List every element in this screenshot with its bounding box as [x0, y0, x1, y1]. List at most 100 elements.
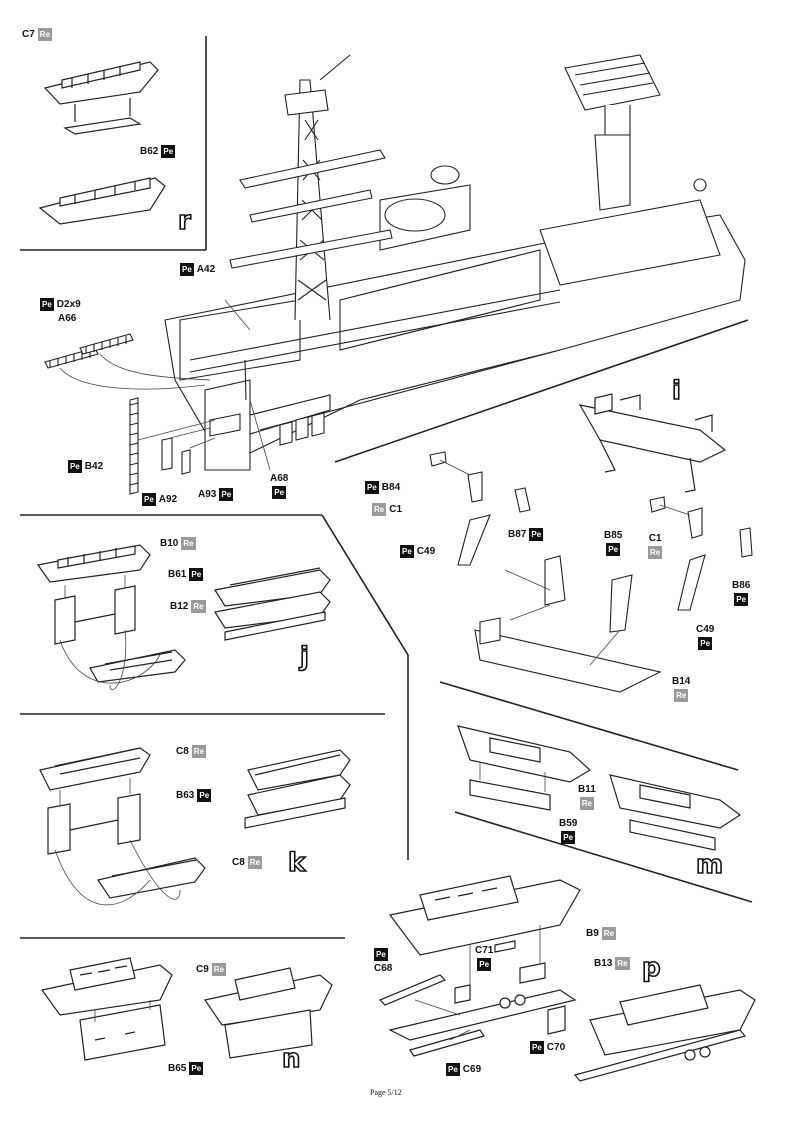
- pe-badge: Pe: [197, 789, 212, 802]
- label-C8-top: C8 Re: [176, 745, 207, 758]
- pe-badge: Pe: [161, 145, 176, 158]
- label-B87: B87 Pe: [508, 528, 544, 541]
- re-badge: Re: [372, 503, 387, 516]
- label-B14: B14 Re: [672, 676, 690, 702]
- label-B42: Pe B42: [68, 460, 103, 473]
- part-code: A68: [270, 473, 289, 484]
- part-code: B59: [559, 818, 578, 829]
- re-badge: Re: [37, 28, 53, 41]
- pe-badge: Pe: [219, 488, 234, 501]
- pe-badge: Pe: [698, 637, 713, 650]
- part-code: B9: [586, 928, 599, 939]
- re-badge: Re: [191, 600, 206, 613]
- page-number: Page 5/12: [370, 1088, 402, 1097]
- label-B13: B13 Re: [594, 957, 630, 970]
- label-B61: B61 Pe: [168, 568, 204, 581]
- part-code: C49: [416, 546, 436, 557]
- part-code: B14: [672, 676, 691, 687]
- part-code: B10: [160, 538, 179, 549]
- label-C1-left: Re C1: [372, 503, 402, 516]
- part-code: B42: [84, 461, 104, 472]
- divider-j-diagonal: [321, 514, 409, 656]
- step-r-letter: r: [177, 206, 191, 236]
- label-B10: B10 Re: [160, 537, 196, 550]
- label-B9: B9 Re: [586, 927, 617, 940]
- label-C1-right: C1 Re: [648, 533, 663, 559]
- part-code: C8: [232, 857, 245, 868]
- part-code: B86: [732, 580, 751, 591]
- step-n-letter: n: [281, 1044, 301, 1074]
- step-j-letter: j: [299, 642, 310, 672]
- label-A93: A93 Pe: [198, 488, 234, 501]
- label-C8-bottom: C8 Re: [232, 856, 263, 869]
- pe-badge: Pe: [446, 1063, 460, 1076]
- label-C7: C7 Re: [22, 28, 53, 41]
- re-badge: Re: [674, 689, 689, 702]
- part-code: B62: [140, 146, 159, 157]
- davit-parts-left: [429, 451, 662, 693]
- pe-badge: Pe: [606, 543, 621, 556]
- re-badge: Re: [181, 537, 196, 550]
- ship-superstructure-drawing: [164, 54, 746, 471]
- ship-small-parts: [44, 333, 191, 495]
- label-D2x9-A66: Pe D2x9 A66: [40, 298, 81, 324]
- part-code: B12: [170, 601, 189, 612]
- part-code: B63: [176, 790, 195, 801]
- pe-badge: Pe: [189, 568, 204, 581]
- label-C49-left: Pe C49: [400, 545, 435, 558]
- part-code: B65: [168, 1063, 187, 1074]
- label-A42: Pe A42: [180, 263, 215, 276]
- part-code: D2x9: [56, 299, 81, 310]
- part-code: A66: [58, 313, 77, 324]
- label-B12: B12 Re: [170, 600, 206, 613]
- part-code: C1: [389, 504, 403, 515]
- part-code: A92: [158, 494, 178, 505]
- re-badge: Re: [579, 797, 595, 810]
- divider-m-bottom: [454, 811, 753, 903]
- label-C69: Pe C69: [446, 1063, 481, 1076]
- pe-badge: Pe: [189, 1062, 204, 1075]
- part-code: C9: [196, 964, 209, 975]
- pe-badge: Pe: [142, 493, 156, 506]
- re-badge: Re: [648, 546, 663, 559]
- label-A68: A68 Pe: [270, 473, 288, 499]
- re-badge: Re: [247, 856, 263, 869]
- label-B84: Pe B84: [365, 481, 400, 494]
- step-m-drawing: [457, 725, 742, 851]
- step-r-drawing: [38, 61, 166, 225]
- re-badge: Re: [211, 963, 227, 976]
- part-code: C7: [22, 29, 35, 40]
- pe-badge: Pe: [400, 545, 414, 558]
- part-code: A42: [196, 264, 216, 275]
- part-code: B87: [508, 529, 527, 540]
- step-i-drawing: [578, 393, 727, 493]
- part-code: B85: [604, 530, 623, 541]
- label-A92: Pe A92: [142, 493, 177, 506]
- part-code: C68: [374, 963, 393, 974]
- pe-badge: Pe: [365, 481, 379, 494]
- divider-m-top: [439, 681, 739, 771]
- step-p-letter: p: [641, 953, 661, 983]
- step-j-drawing: [36, 544, 331, 683]
- label-B63: B63 Pe: [176, 789, 212, 802]
- re-badge: Re: [191, 745, 207, 758]
- label-C9: C9 Re: [196, 963, 227, 976]
- part-code: C70: [546, 1042, 566, 1053]
- pe-badge: Pe: [477, 958, 492, 971]
- part-code: B11: [578, 784, 596, 795]
- step-k-letter: k: [287, 848, 306, 878]
- pe-badge: Pe: [180, 263, 194, 276]
- label-C49-right: C49 Pe: [696, 624, 714, 650]
- part-code: C71: [475, 945, 494, 956]
- step-i-letter: i: [671, 376, 682, 406]
- pe-badge: Pe: [734, 593, 749, 606]
- label-B62: B62 Pe: [140, 145, 176, 158]
- step-p-drawing: [378, 875, 756, 1082]
- part-code: B13: [594, 958, 613, 969]
- label-C71: C71 Pe: [475, 945, 493, 971]
- step-m-letter: m: [695, 850, 724, 880]
- pe-badge: Pe: [530, 1041, 544, 1054]
- pe-badge: Pe: [561, 831, 576, 844]
